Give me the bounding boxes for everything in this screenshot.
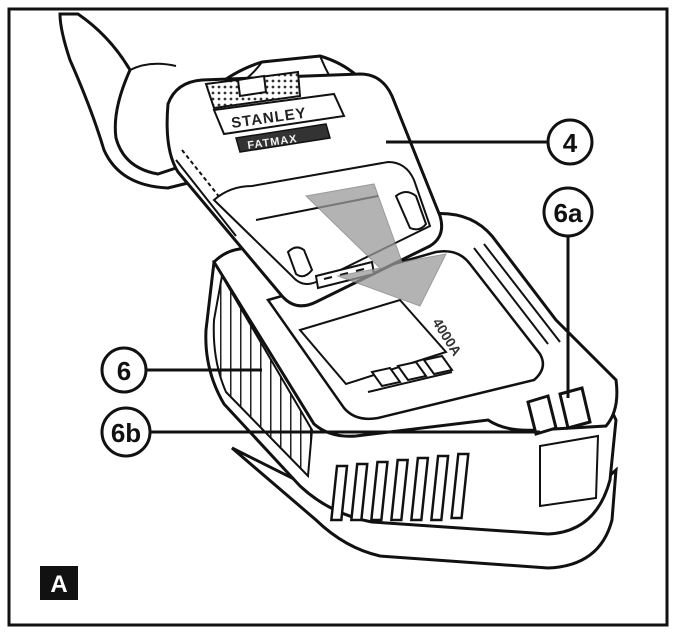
- callout-4: 4: [546, 118, 594, 166]
- svg-text:6a: 6a: [554, 198, 583, 228]
- side-vent-grille: [212, 273, 314, 479]
- callout-6: 6: [100, 346, 148, 394]
- svg-text:4: 4: [563, 128, 578, 158]
- svg-text:6: 6: [117, 356, 131, 386]
- panel-label: A: [40, 566, 78, 600]
- callout-leader-lines: [146, 140, 570, 434]
- callout-6a: 6a: [542, 186, 594, 238]
- svg-text:A: A: [50, 571, 67, 598]
- svg-text:6b: 6b: [111, 418, 141, 448]
- front-vent-slots: [329, 452, 470, 522]
- charger-terminals: [367, 354, 454, 393]
- callout-6b: 6b: [100, 406, 152, 458]
- insertion-arrow: [304, 183, 447, 307]
